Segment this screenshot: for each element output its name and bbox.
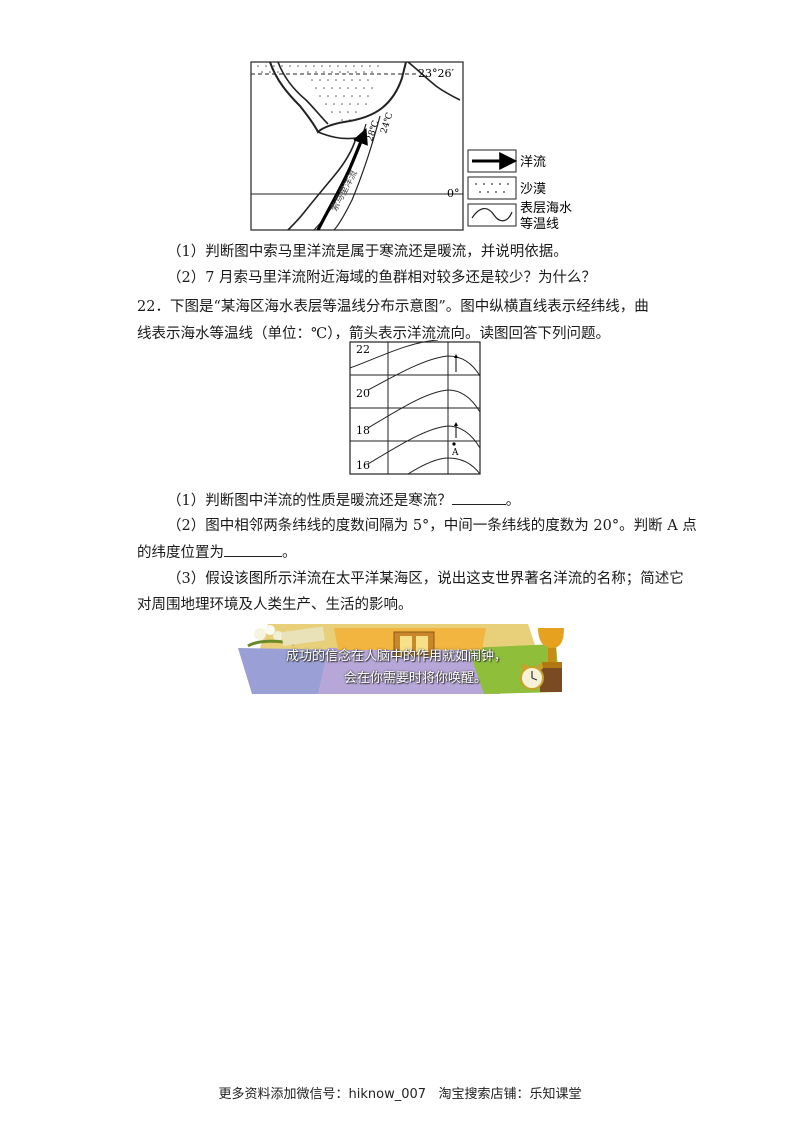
q22-sub1-text: （1）判断图中洋流的性质是暖流还是寒流？: [167, 493, 452, 509]
tropic-label: 23°26′: [418, 67, 454, 80]
equator-label: 0°: [447, 187, 460, 200]
legend-current: 洋流: [520, 155, 546, 170]
legend-isotherm-line2: 等温线: [520, 216, 559, 232]
isotherm-label-18: 18: [356, 424, 370, 437]
q22-sub3-line1: （3）假设该图所示洋流在太平洋某海区，说出这支世界著名洋流的名称；简述它: [167, 571, 684, 587]
q22-sub2-answer-blank[interactable]: [224, 542, 282, 557]
somali-current-label: 索马里洋流: [328, 168, 360, 213]
q22-sub1-answer-blank[interactable]: [451, 490, 506, 505]
legend-desert: 沙漠: [520, 182, 546, 197]
banner-quote-line2: 会在你需要时将你唤醒。: [344, 671, 488, 686]
q21-sub2: （2）7 月索马里洋流附近海域的鱼群相对较多还是较少？为什么？: [167, 270, 597, 286]
q21-sub1: （1）判断图中索马里洋流是属于寒流还是暖流，并说明依据。: [167, 244, 568, 260]
isotherm-label-16: 16: [356, 459, 370, 472]
map-legend: 洋流 沙漠 表层海水 等温线: [467, 149, 572, 232]
q22-sub2-end: 。: [282, 545, 297, 561]
somali-current-map: 23°26′ 0° 28℃ 24℃ 索马里洋流 洋流 沙漠 表层海水 等温线: [248, 60, 588, 232]
banner-quote-line1: 成功的信念在人脑中的作用就如闹钟，: [286, 649, 508, 664]
q22-sub3-line2: 对周围地理环境及人类生产、生活的影响。: [137, 597, 413, 613]
isotherm-label-22: 22: [356, 343, 370, 356]
q22-intro-line2: 线表示海水等温线（单位：℃），箭头表示洋流流向。读图回答下列问题。: [137, 326, 610, 342]
isotherm-grid-diagram: A 22 20 18 16: [348, 339, 482, 476]
isotherm-24-label: 24℃: [379, 111, 395, 135]
q22-sub2-line1: （2）图中相邻两条纬线的度数间隔为 5°，中间一条纬线的度数为 20°。判断 A…: [167, 518, 697, 534]
q22-sub2-line2: 的纬度位置为 。: [137, 542, 297, 563]
q22-sub2-text: 的纬度位置为: [137, 545, 224, 561]
q22-sub1: （1）判断图中洋流的性质是暖流还是寒流？ 。: [167, 490, 520, 511]
legend-isotherm-line1: 表层海水: [520, 201, 572, 216]
q22-intro-line1: 22．下图是“某海区海水表层等温线分布示意图”。图中纵横直线表示经纬线，曲: [137, 299, 649, 315]
q22-sub1-end: 。: [505, 493, 521, 509]
motivational-banner: 成功的信念在人脑中的作用就如闹钟， 会在你需要时将你唤醒。: [238, 622, 564, 696]
page-footer: 更多资料添加微信号：hiknow_007 淘宝搜索店铺：乐知课堂: [218, 1087, 582, 1102]
isotherm-label-20: 20: [356, 387, 370, 400]
point-a-label: A: [451, 448, 459, 458]
